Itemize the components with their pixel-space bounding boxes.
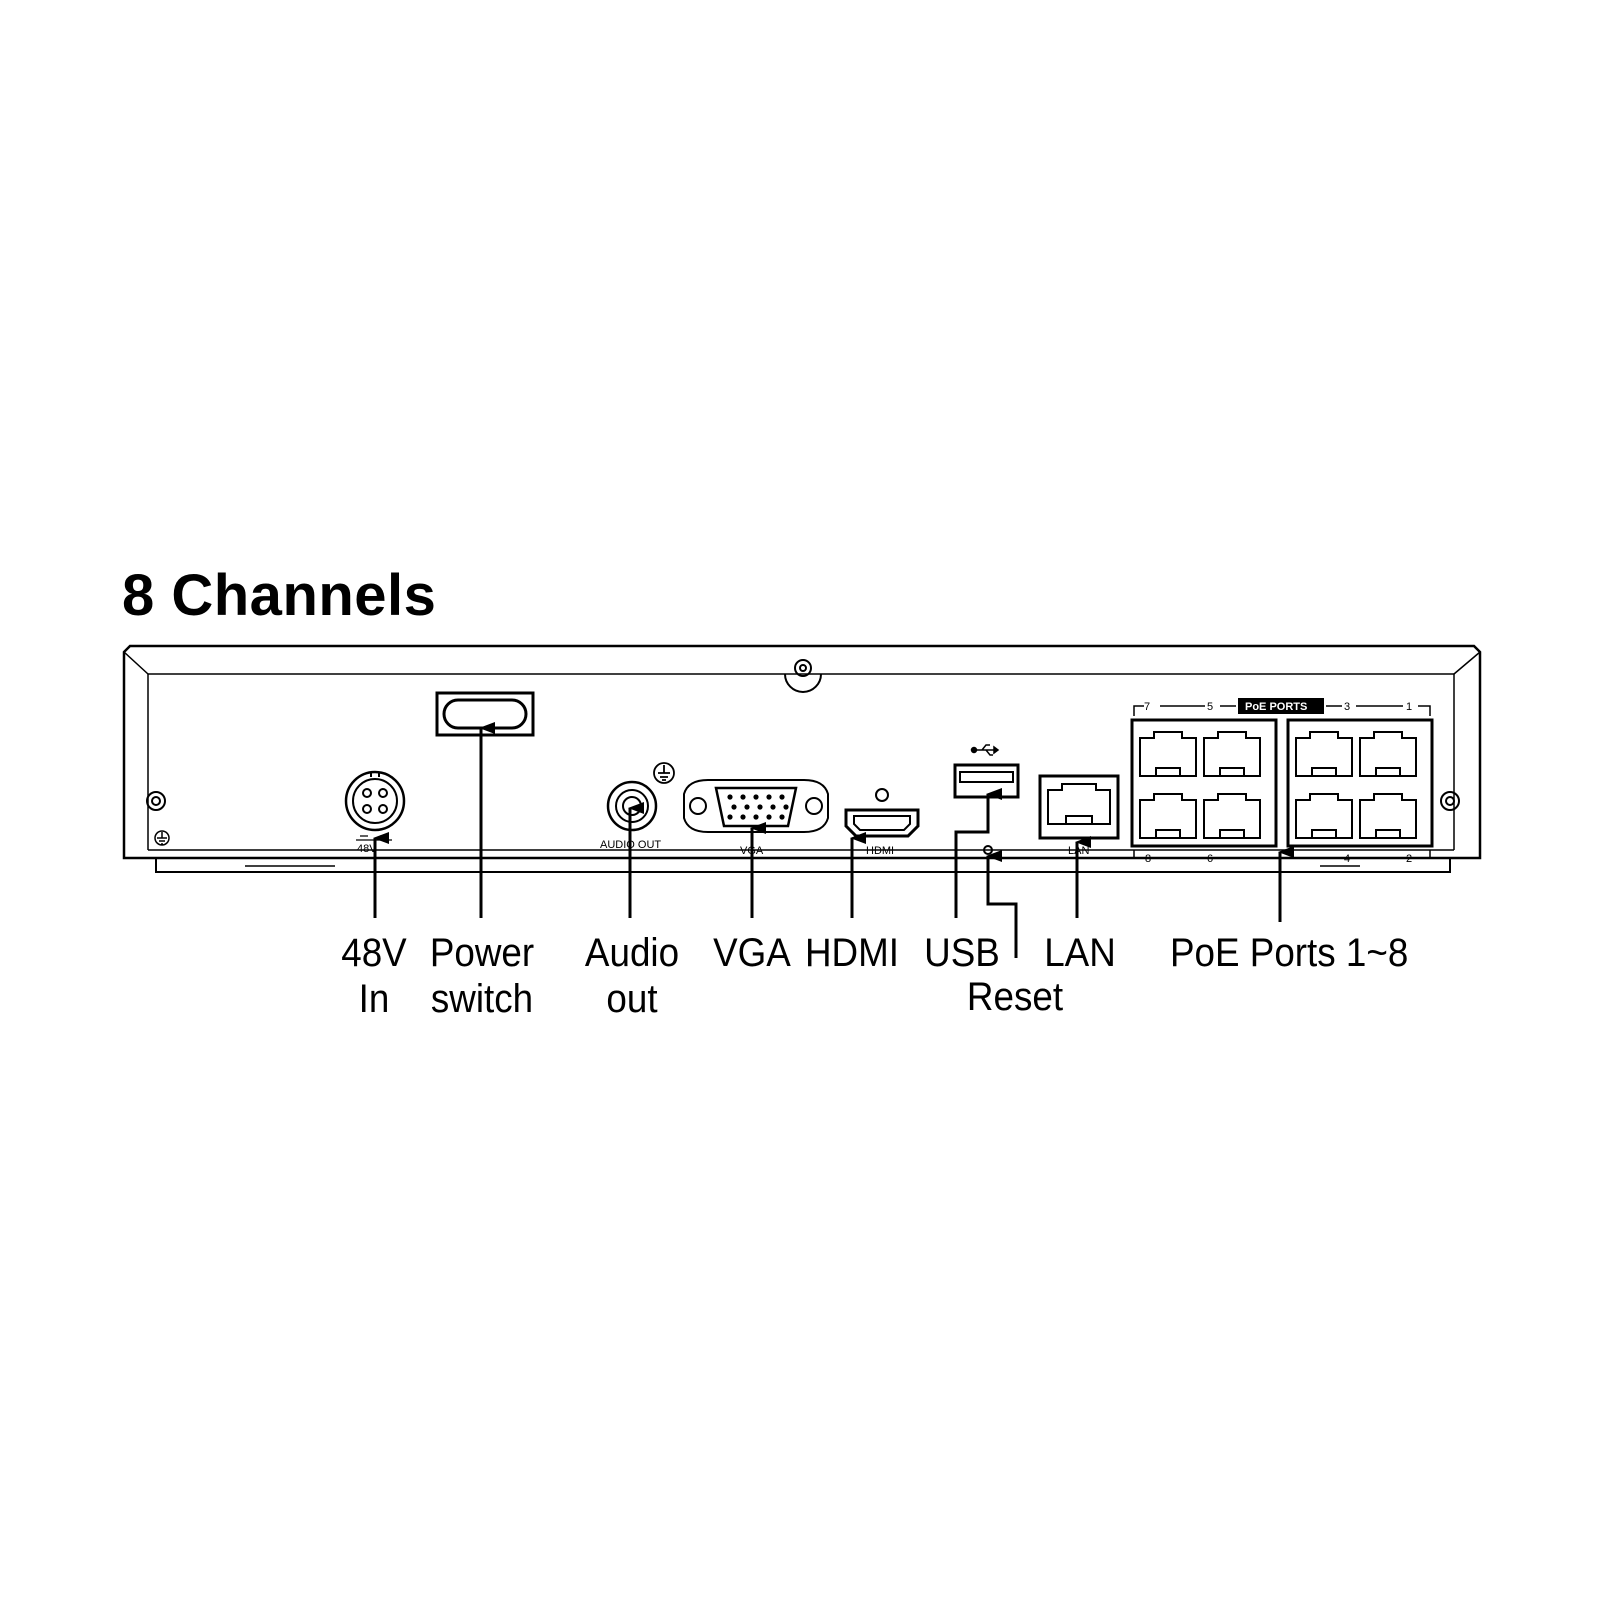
vga-pin <box>779 794 785 800</box>
ground-icon <box>154 830 170 846</box>
callout-hdmi-text: HDMI <box>804 931 900 975</box>
power-in-panel-label: 48V <box>357 843 377 855</box>
vga-pin <box>744 804 750 810</box>
poe-brackets <box>1133 705 1431 859</box>
hdmi-port <box>844 788 920 838</box>
vga-port <box>683 779 829 833</box>
left-screw-icon <box>146 791 166 811</box>
poe-port-block-right <box>1286 718 1434 848</box>
vga-pin <box>779 814 785 820</box>
usb-port <box>953 763 1020 799</box>
poe-port-block-left <box>1130 718 1278 848</box>
poe-number-1: 1 <box>1406 701 1412 713</box>
vga-pin <box>727 794 733 800</box>
callout-lan-text: LAN <box>1044 931 1116 975</box>
callout-arrows <box>373 722 1294 958</box>
poe-jacks <box>1139 731 1417 839</box>
poe-number-5: 5 <box>1207 701 1213 713</box>
vga-pin <box>753 814 759 820</box>
callout-reset-text: Reset <box>966 975 1064 1019</box>
callout-audio-out-line2: out <box>606 977 658 1021</box>
lan-port <box>1038 774 1120 840</box>
poe-number-3: 3 <box>1344 701 1350 713</box>
callout-power-switch-line1: Power <box>429 931 535 975</box>
power-switch <box>435 691 535 737</box>
poe-rj45-jack <box>1295 793 1353 839</box>
poe-badge-bg <box>1238 698 1324 714</box>
vga-pin <box>783 804 789 810</box>
vga-pin <box>770 804 776 810</box>
audio-out-jack <box>606 780 658 832</box>
vga-pin <box>727 814 733 820</box>
lan-panel-label: LAN <box>1068 845 1089 857</box>
callout-poe-text: PoE Ports 1~8 <box>1170 931 1409 975</box>
callout-audio-out-line1: Audio <box>584 931 680 975</box>
poe-number-6: 6 <box>1207 853 1213 865</box>
callout-poe: PoE Ports 1~8 <box>1170 930 1409 976</box>
poe-rj45-jack <box>1139 731 1197 777</box>
poe-number-4: 4 <box>1344 853 1350 865</box>
callout-reset: Reset <box>964 974 1065 1020</box>
power-in-connector <box>344 770 406 841</box>
callout-usb: USB <box>916 930 1008 976</box>
poe-number-2: 2 <box>1406 853 1412 865</box>
top-screw-icon <box>784 659 822 693</box>
arrow-reset <box>986 850 1018 958</box>
poe-number-7: 7 <box>1144 701 1150 713</box>
poe-badge-label: PoE PORTS <box>1245 701 1307 713</box>
right-screw-icon <box>1440 791 1460 811</box>
arrow-usb <box>954 788 1002 918</box>
vga-pin <box>753 794 759 800</box>
poe-rj45-jack <box>1203 793 1261 839</box>
callout-power-in-line1: 48V <box>341 931 407 975</box>
poe-rj45-jack <box>1359 731 1417 777</box>
callout-power-in-line2: In <box>358 977 390 1021</box>
callout-hdmi: HDMI <box>800 930 903 976</box>
poe-number-8: 8 <box>1145 853 1151 865</box>
callout-lan: LAN <box>1034 930 1126 976</box>
poe-rj45-jack <box>1295 731 1353 777</box>
chassis <box>122 644 1482 873</box>
usb-icon <box>970 744 1000 756</box>
vga-pins <box>727 794 789 820</box>
vga-pin <box>757 804 763 810</box>
callout-vga: VGA <box>706 930 798 976</box>
hdmi-panel-label: HDMI <box>866 845 894 857</box>
vga-pin <box>740 794 746 800</box>
callout-usb-text: USB <box>924 931 1000 975</box>
vga-pin <box>766 814 772 820</box>
poe-rj45-jack <box>1139 793 1197 839</box>
audio-ground-icon <box>653 762 675 784</box>
callout-power-in: 48V In <box>330 930 418 1022</box>
callout-vga-text: VGA <box>713 931 791 975</box>
page-title: 8 Channels <box>122 563 437 628</box>
vga-pin <box>766 794 772 800</box>
callout-power-switch: Power switch <box>425 930 539 1022</box>
callout-power-switch-line2: switch <box>430 977 534 1021</box>
vga-pin <box>740 814 746 820</box>
poe-rj45-jack <box>1203 731 1261 777</box>
poe-rj45-jack <box>1359 793 1417 839</box>
vga-pin <box>731 804 737 810</box>
callout-audio-out: Audio out <box>575 930 689 1022</box>
